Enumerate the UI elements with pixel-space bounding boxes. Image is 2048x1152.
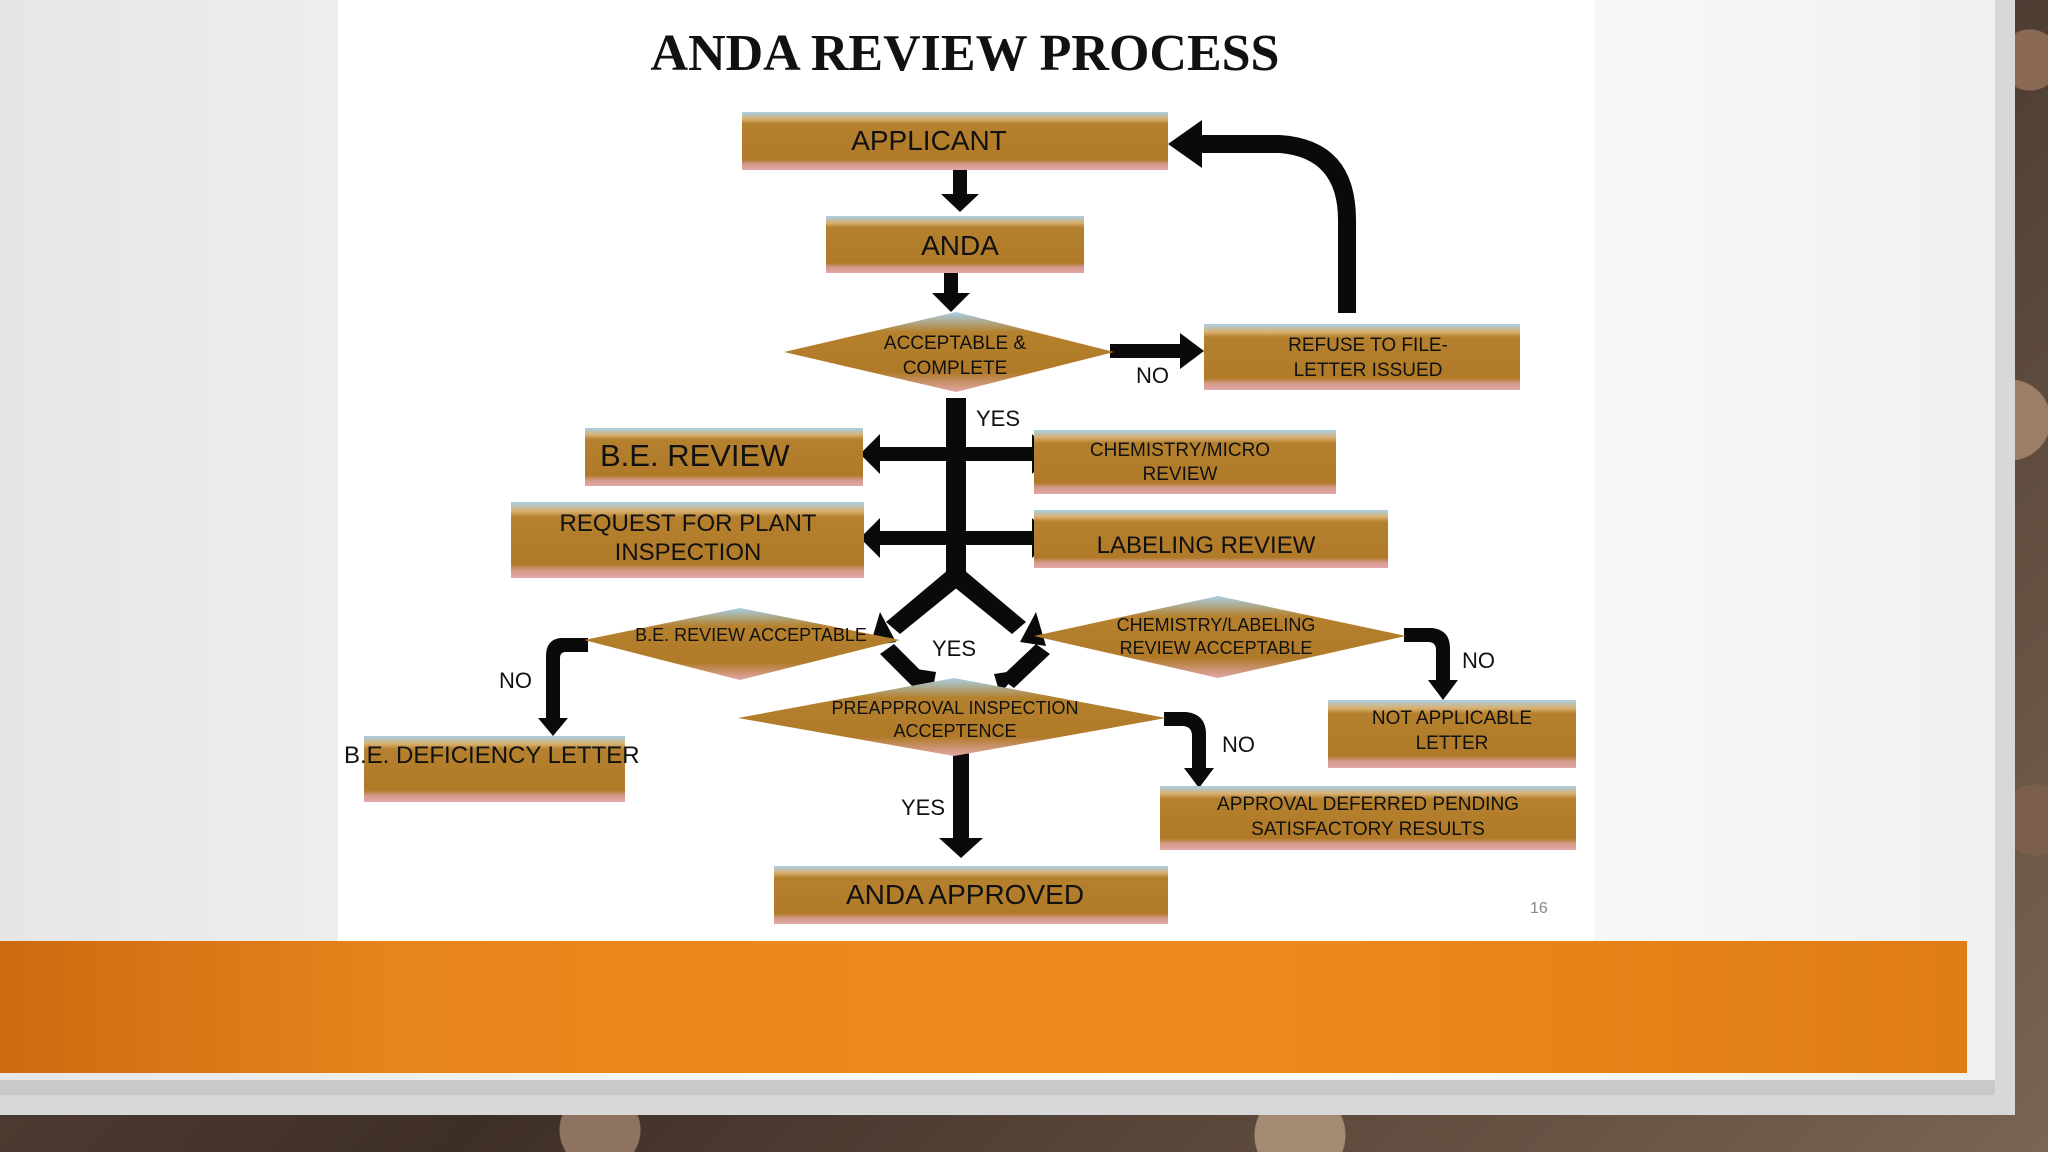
refuse-label-2: LETTER ISSUED [1294, 360, 1443, 381]
deferred-label-1: APPROVAL DEFERRED PENDING [1217, 794, 1519, 815]
anda-label: ANDA [921, 230, 999, 261]
page-number: 16 [1530, 900, 1548, 917]
box-approval-deferred: APPROVAL DEFERRED PENDING SATISFACTORY R… [1160, 786, 1576, 850]
be-acceptable-label: B.E. REVIEW ACCEPTABLE [635, 625, 867, 645]
edge-label-yes-center: YES [932, 636, 976, 661]
box-refuse-to-file: REFUSE TO FILE- LETTER ISSUED [1204, 324, 1520, 390]
refuse-label-1: REFUSE TO FILE- [1288, 335, 1448, 356]
box-not-applicable-letter: NOT APPLICABLE LETTER [1328, 700, 1576, 768]
box-be-deficiency-letter: B.E. DEFICIENCY LETTER [344, 736, 640, 802]
preapproval-label-2: ACCEPTENCE [893, 721, 1016, 741]
deferred-label-2: SATISFACTORY RESULTS [1251, 819, 1485, 840]
plant-label-2: INSPECTION [615, 539, 762, 566]
acceptable-label-1: ACCEPTABLE & [884, 333, 1027, 354]
box-labeling-review: LABELING REVIEW [1034, 510, 1388, 568]
edge-label-yes-approved: YES [901, 795, 945, 820]
edge-label-no-refuse: NO [1136, 363, 1169, 388]
box-plant-inspection: REQUEST FOR PLANT INSPECTION [511, 502, 864, 578]
decision-acceptable: ACCEPTABLE & COMPLETE [784, 312, 1114, 392]
approved-label: ANDA APPROVED [846, 879, 1084, 910]
chem-label-label-2: REVIEW ACCEPTABLE [1120, 638, 1313, 658]
decision-chemistry-labeling: CHEMISTRY/LABELING REVIEW ACCEPTABLE [1034, 596, 1406, 678]
acceptable-label-2: COMPLETE [903, 358, 1008, 379]
edge-label-no-be: NO [499, 668, 532, 693]
edge-label-no-preapproval: NO [1222, 732, 1255, 757]
be-review-label: B.E. REVIEW [600, 438, 790, 473]
plant-label-1: REQUEST FOR PLANT [560, 510, 817, 537]
chem-label-label-1: CHEMISTRY/LABELING [1117, 615, 1316, 635]
box-be-review: B.E. REVIEW [585, 428, 863, 486]
be-deficiency-label: B.E. DEFICIENCY LETTER [344, 742, 640, 769]
page-title: ANDA REVIEW PROCESS [651, 25, 1280, 82]
applicant-label: APPLICANT [851, 125, 1007, 156]
box-applicant: APPLICANT [742, 112, 1168, 170]
preapproval-label-1: PREAPPROVAL INSPECTION [831, 698, 1078, 718]
edge-label-yes-spine: YES [976, 406, 1020, 431]
chem-micro-label-1: CHEMISTRY/MICRO [1090, 440, 1270, 461]
box-chemistry-micro-review: CHEMISTRY/MICRO REVIEW [1034, 430, 1336, 494]
edge-label-no-chem-label: NO [1462, 648, 1495, 673]
not-applicable-label-1: NOT APPLICABLE [1372, 708, 1532, 729]
labeling-label: LABELING REVIEW [1097, 532, 1316, 559]
box-anda: ANDA [826, 216, 1084, 273]
orange-footer-band [0, 941, 1967, 1073]
not-applicable-label-2: LETTER [1416, 733, 1489, 754]
decision-preapproval: PREAPPROVAL INSPECTION ACCEPTENCE [738, 678, 1166, 756]
decision-be-acceptable: B.E. REVIEW ACCEPTABLE [584, 608, 900, 680]
box-anda-approved: ANDA APPROVED [774, 866, 1168, 924]
chem-micro-label-2: REVIEW [1143, 464, 1218, 485]
